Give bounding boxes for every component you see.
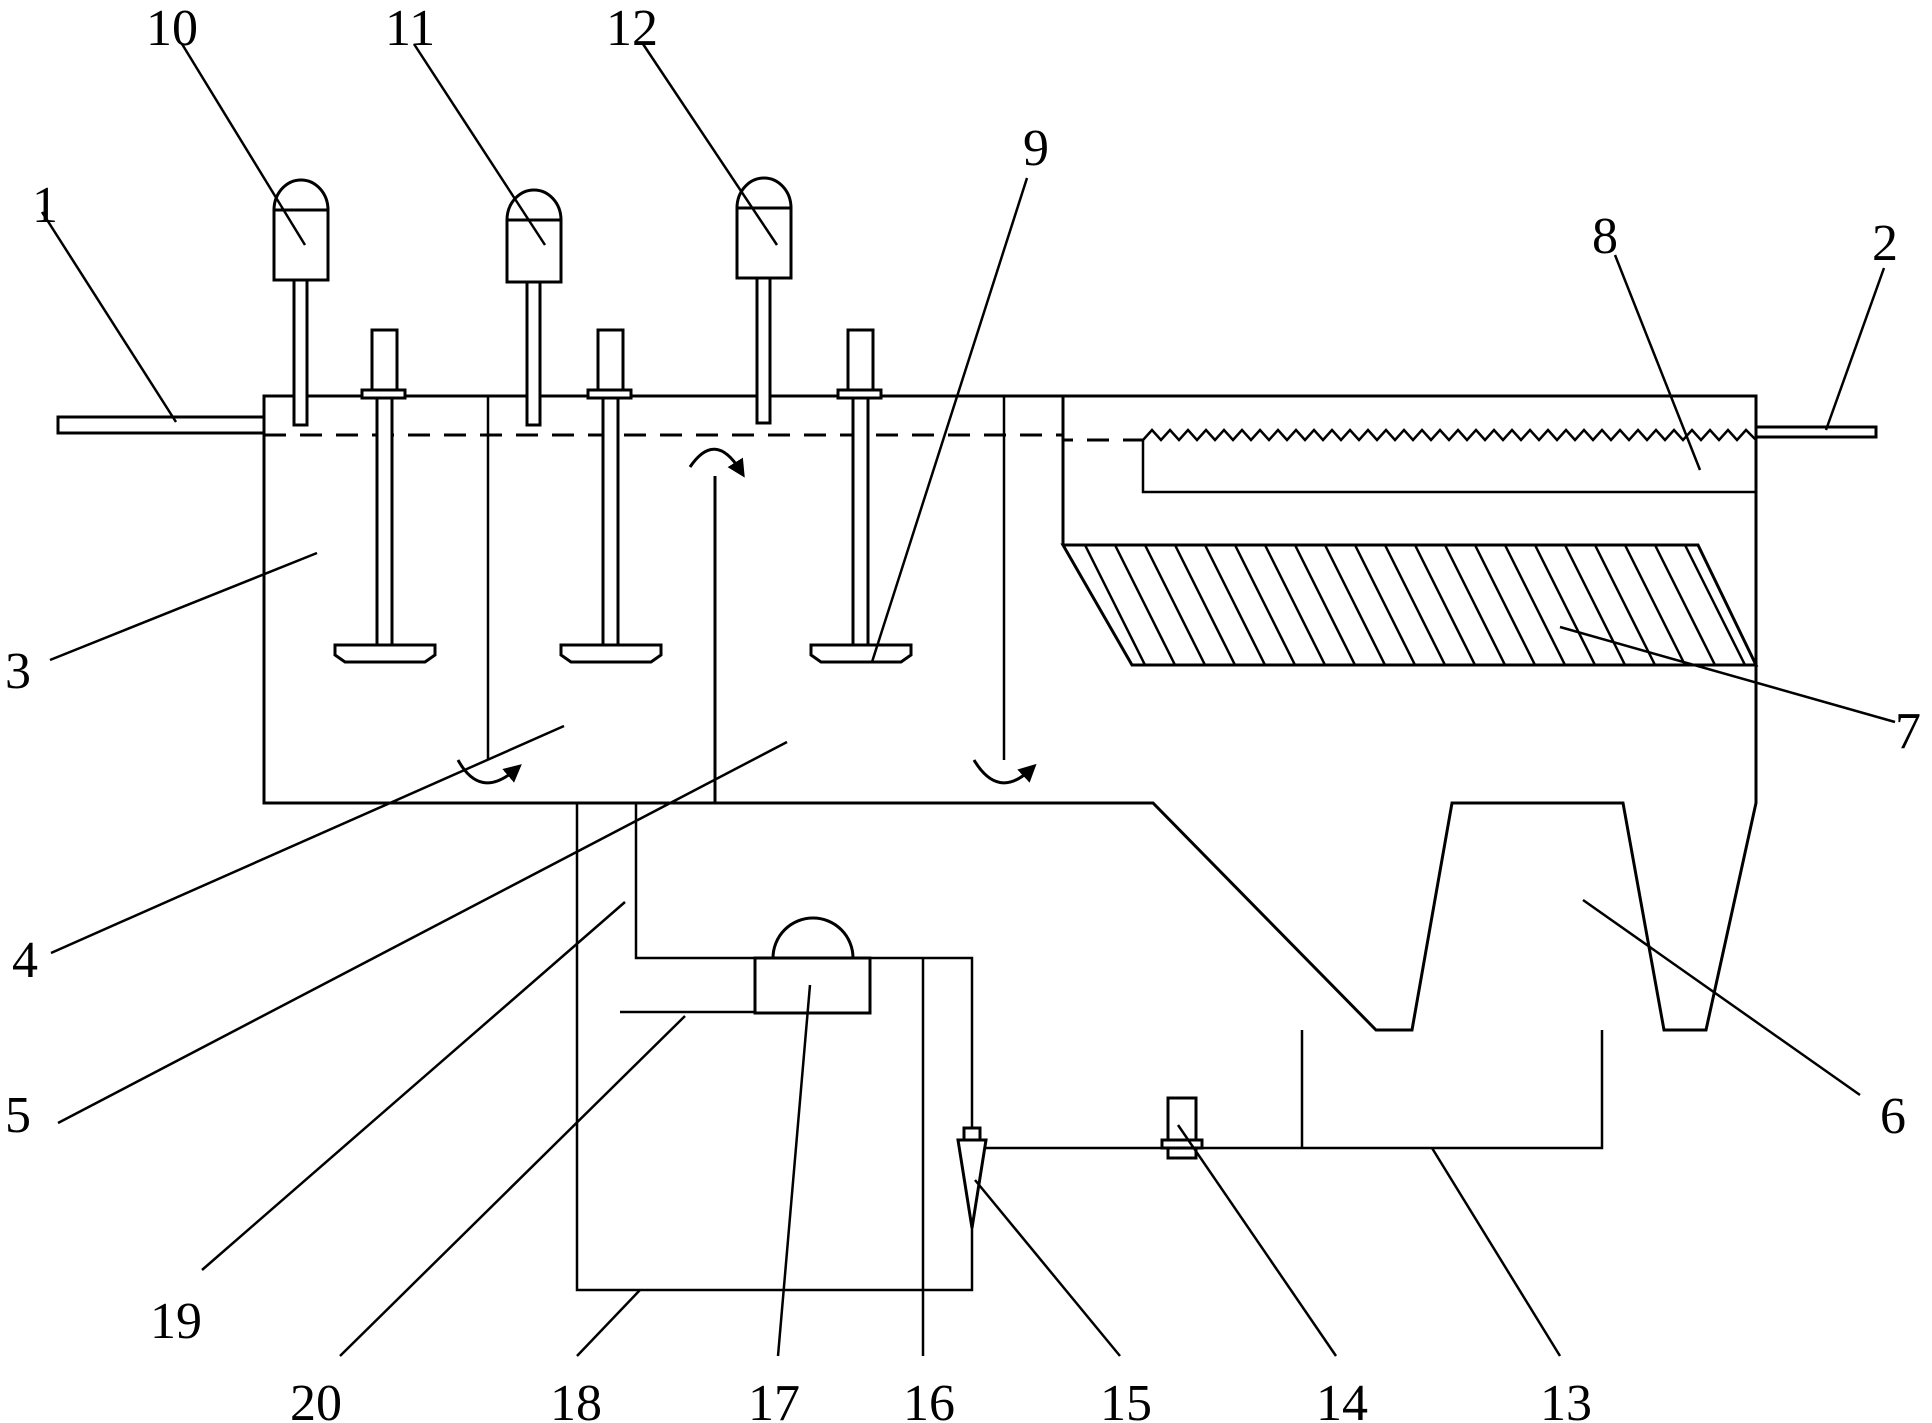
serrated-weir: [1142, 428, 1757, 442]
flow-arrow-3: [972, 759, 1037, 785]
stirrer-2: [559, 328, 663, 664]
label-4: 4: [12, 932, 38, 989]
label-1: 1: [32, 177, 58, 234]
label-11: 11: [385, 0, 435, 57]
label-3: 3: [5, 643, 31, 700]
label-2: 2: [1872, 215, 1898, 272]
return-pipe-16: [921, 956, 974, 1290]
dosing-tank-12: [735, 176, 793, 425]
ejector-15: [956, 1126, 988, 1229]
label-7: 7: [1895, 703, 1921, 760]
label-5: 5: [5, 1087, 31, 1144]
label-15: 15: [1100, 1375, 1152, 1423]
label-18: 18: [550, 1375, 602, 1423]
label-8: 8: [1592, 208, 1618, 265]
dosing-tank-10: [272, 178, 330, 427]
label-14: 14: [1316, 1375, 1368, 1423]
flow-arrow-1: [456, 759, 522, 785]
inlet-pipe: [56, 415, 266, 435]
pump-17: [753, 916, 872, 1015]
label-10: 10: [146, 0, 198, 57]
valve-14: [1160, 1096, 1204, 1160]
dosing-tank-11: [505, 188, 563, 427]
label-9: 9: [1023, 120, 1049, 177]
stirrer-1: [333, 328, 437, 664]
stirrer-3: [809, 328, 913, 664]
label-12: 12: [606, 0, 658, 57]
label-20: 20: [290, 1375, 342, 1423]
label-13: 13: [1540, 1375, 1592, 1423]
label-16: 16: [903, 1375, 955, 1423]
label-19: 19: [150, 1293, 202, 1350]
water-level-line: [264, 433, 1143, 442]
pipe-loop-18: [575, 803, 974, 1292]
outlet-pipe: [1754, 425, 1878, 439]
pipe-19: [634, 803, 755, 960]
inclined-tube-settler: [1060, 543, 1759, 667]
tank-outline: [262, 394, 1758, 1032]
effluent-trough: [1141, 440, 1756, 494]
flow-arrow-2: [688, 447, 745, 478]
label-6: 6: [1880, 1088, 1906, 1145]
sludge-pipe: [978, 1030, 1604, 1150]
leader-lines: [40, 43, 1896, 1357]
label-17: 17: [748, 1375, 800, 1423]
